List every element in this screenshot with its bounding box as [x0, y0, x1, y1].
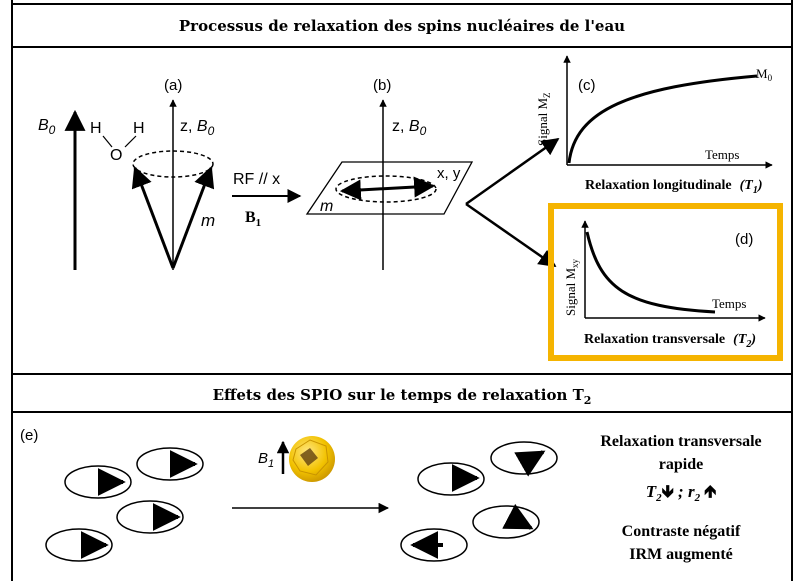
spin [490, 441, 558, 477]
b1-e-label: B1 [258, 450, 274, 470]
panel-c-label: (c) [578, 77, 596, 94]
m-label-a: m [201, 211, 215, 230]
result-line1: Relaxation transversale [600, 433, 761, 450]
panel-d-caption: Relaxation transversale(T2) [584, 332, 756, 350]
panel-d: (d) Signal Mxy Temps Relaxation transver… [548, 203, 783, 361]
rf-pulse: RF // x B1 [232, 171, 302, 229]
precession-ellipse-a [132, 150, 214, 178]
contrast-line1: Contraste négatif [622, 523, 741, 540]
panel-c-caption: Relaxation longitudinale(T1) [585, 178, 763, 196]
xy-plane [305, 161, 474, 215]
panel-c: (c) Signal MZ M0 Temps Relaxation longit… [535, 55, 773, 196]
spin [116, 500, 184, 534]
z-axis-b-label: z, B0 [392, 118, 427, 138]
frame [11, 0, 793, 581]
panel-b: (b) z, B0 x, y m [305, 77, 474, 270]
spin [472, 503, 540, 539]
panel-c-xlabel: Temps [705, 147, 739, 162]
panel-d-label: (d) [735, 231, 753, 248]
m-label-b: m [320, 198, 333, 215]
branch-arrows [465, 137, 560, 268]
spin [64, 465, 132, 499]
bottom-title-text: Effets des SPIO sur le temps de relaxati… [212, 386, 584, 404]
panel-e: (e) B1 [20, 427, 762, 563]
arrow-up-icon: 🡹 [704, 482, 716, 502]
spin [45, 528, 113, 562]
oxygen: O [110, 147, 122, 164]
top-section-title: Processus de relaxation des spins nucléa… [178, 17, 626, 35]
relaxation-effect: T2🡻 ; r2🡹 [646, 482, 717, 504]
panel-a: (a) B0 H H O z, B0 m [38, 77, 215, 270]
hydrogen-left: H [90, 120, 102, 137]
bottom-title-sub: 2 [583, 394, 592, 407]
precession-ellipse-b [335, 175, 437, 203]
result-line2: rapide [659, 456, 703, 473]
spin [136, 447, 204, 481]
rf-label: RF // x [233, 171, 280, 188]
z-axis-a-label: z, B0 [180, 118, 215, 138]
bottom-section-title: Effets des SPIO sur le temps de relaxati… [12, 386, 792, 407]
hydrogen-right: H [133, 120, 145, 137]
panel-b-label: (b) [373, 77, 391, 94]
spin [400, 528, 468, 562]
panel-d-highlight [548, 203, 783, 361]
b1-rf-label: B1 [245, 209, 261, 229]
transverse-curve [585, 231, 716, 314]
xy-label: x, y [437, 165, 461, 182]
longitudinal-curve [567, 74, 758, 164]
spin [417, 462, 485, 496]
panel-a-label: (a) [164, 77, 182, 94]
panel-c-m0: M0 [756, 66, 773, 83]
spio-particle [289, 436, 335, 482]
spin-group-before [45, 447, 204, 562]
panel-d-xlabel: Temps [712, 296, 746, 311]
magnetization-vector-b [339, 176, 436, 201]
contrast-line2: IRM augmenté [629, 546, 733, 563]
panel-c-ylabel: Signal MZ [535, 92, 552, 146]
spin-group-after [400, 441, 558, 562]
panel-e-label: (e) [20, 427, 38, 444]
magnetization-vector-a [171, 166, 215, 269]
panel-d-ylabel: Signal Mxy [563, 258, 580, 316]
arrow-down-icon: 🡻 [662, 482, 674, 502]
b0-label: B0 [38, 117, 56, 137]
